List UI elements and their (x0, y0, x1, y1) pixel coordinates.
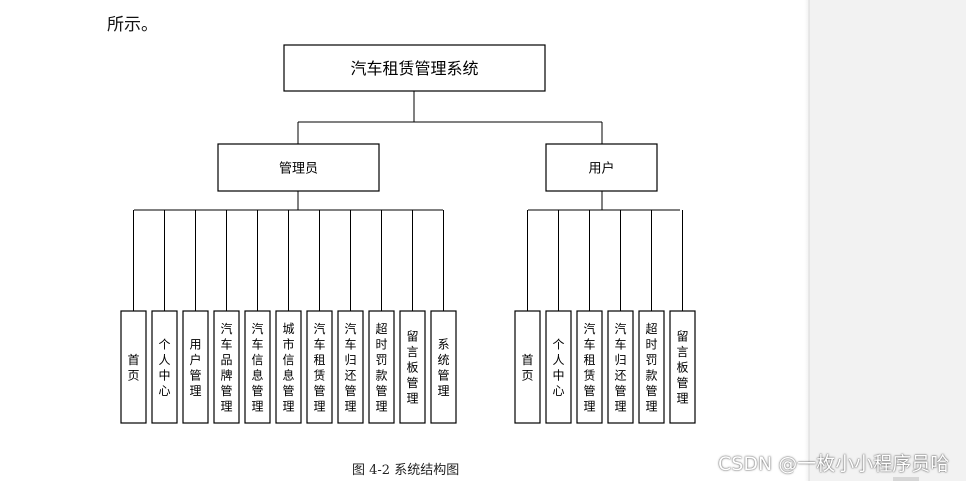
intro-text: 所示。 (107, 15, 158, 35)
child-node-box (306, 310, 333, 424)
root-node-box (283, 44, 546, 92)
child-node-label: 首页 (521, 353, 533, 383)
child-node-label: 留言板管理 (406, 330, 418, 406)
child-node-label: 汽车品牌管理 (220, 321, 232, 414)
child-node-box (638, 310, 665, 424)
child-node-box (430, 310, 457, 424)
viewer-background (808, 0, 966, 481)
child-node-label: 系统管理 (437, 337, 449, 398)
child-node-box (120, 310, 147, 424)
child-node-label: 用户管理 (189, 337, 201, 398)
child-node-label: 留言板管理 (676, 330, 688, 406)
page-edge-shadow (804, 0, 810, 481)
child-node-box (669, 310, 696, 424)
child-node-label: 个人中心 (552, 337, 564, 398)
child-node-box (514, 310, 541, 424)
child-node-box (545, 310, 572, 424)
csdn-watermark: CSDN @一枚小小程序员哈 (718, 453, 950, 475)
child-node-box (244, 310, 271, 424)
child-node-label: 汽车租赁管理 (583, 321, 595, 414)
child-node-label: 汽车归还管理 (344, 321, 356, 414)
branch-node-box-1 (545, 143, 658, 192)
child-node-box (399, 310, 426, 424)
child-node-label: 超时罚款管理 (645, 321, 657, 414)
root-node-label: 汽车租赁管理系统 (350, 59, 478, 78)
child-node-box (368, 310, 395, 424)
child-node-label: 汽车归还管理 (614, 321, 626, 414)
child-node-label: 汽车信息管理 (251, 321, 263, 414)
branch-node-label-0: 管理员 (279, 162, 318, 177)
child-node-box (576, 310, 603, 424)
child-node-box (151, 310, 178, 424)
branch-node-box-0 (217, 143, 380, 192)
child-node-label: 城市信息管理 (282, 322, 294, 414)
child-node-box (213, 310, 240, 424)
child-node-box (607, 310, 634, 424)
scrollbar-thumb[interactable] (893, 477, 919, 481)
child-node-box (275, 310, 302, 424)
child-node-box (337, 310, 364, 424)
child-node-label: 首页 (127, 353, 139, 383)
child-node-label: 个人中心 (158, 337, 170, 398)
branch-node-label-1: 用户 (588, 161, 614, 177)
child-node-box (182, 310, 209, 424)
child-node-label: 汽车租赁管理 (313, 321, 325, 414)
figure-caption: 图 4-2 系统结构图 (352, 463, 460, 478)
child-node-label: 超时罚款管理 (375, 321, 387, 414)
